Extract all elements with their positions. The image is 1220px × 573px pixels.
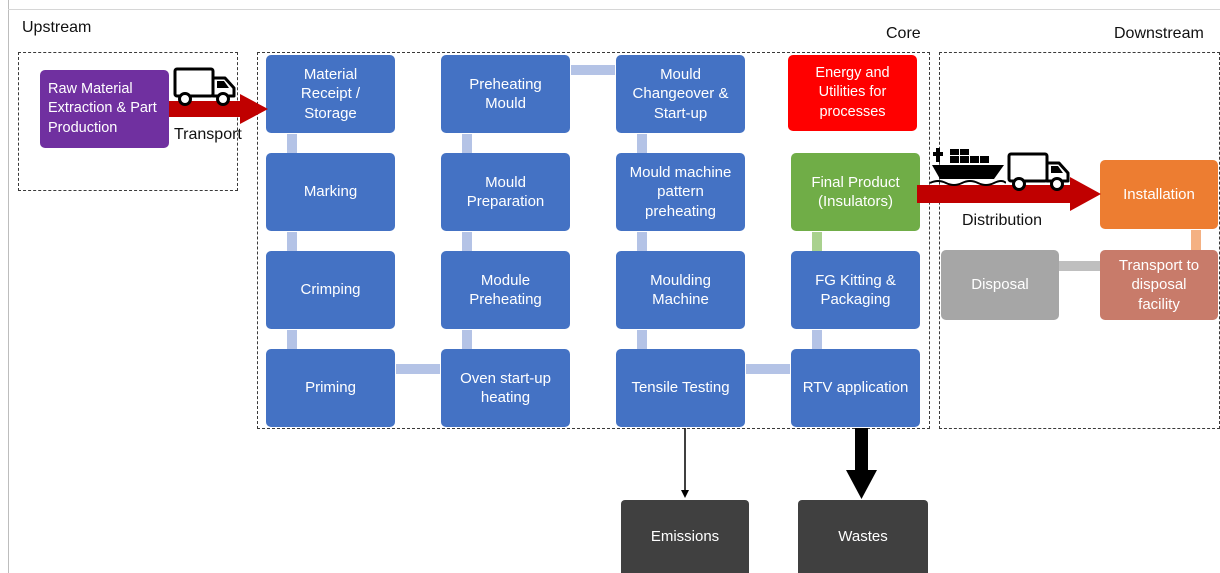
connector-c2-1-2 <box>462 134 472 154</box>
connector-tensile-rtv <box>746 364 790 374</box>
connector-c3-3-4 <box>637 330 647 350</box>
transport-label: Transport <box>174 126 242 143</box>
rtv-application-box: RTV application <box>791 349 920 427</box>
wastes-box: Wastes <box>798 500 928 573</box>
left-border-line <box>8 0 9 573</box>
fg-kitting-box: FG Kitting & Packaging <box>791 251 920 329</box>
truck-icon <box>1007 152 1070 191</box>
emissions-arrow-head <box>681 490 689 498</box>
marking-box: Marking <box>266 153 395 231</box>
preheating-mould-box: Preheating Mould <box>441 55 570 133</box>
oven-startup-box: Oven start-up heating <box>441 349 570 427</box>
connector-c3-1-2 <box>637 134 647 154</box>
mould-changeover-box: Mould Changeover & Start-up <box>616 55 745 133</box>
material-receipt-box: Material Receipt / Storage <box>266 55 395 133</box>
connector-disposal-transport <box>1059 261 1102 271</box>
transport-arrow <box>169 94 268 124</box>
final-product-box: Final Product (Insulators) <box>791 153 920 231</box>
section-label-downstream: Downstream <box>1114 25 1204 42</box>
section-label-core: Core <box>886 25 921 42</box>
section-label-upstream: Upstream <box>22 19 92 36</box>
energy-utilities-box: Energy and Utilities for processes <box>788 55 917 131</box>
cargo-ship-icon <box>930 148 1006 186</box>
disposal-box: Disposal <box>941 250 1059 320</box>
wastes-arrow-head <box>846 470 877 499</box>
mould-preparation-box: Mould Preparation <box>441 153 570 231</box>
crimping-box: Crimping <box>266 251 395 329</box>
connector-priming-oven <box>396 364 440 374</box>
moulding-machine-box: Moulding Machine <box>616 251 745 329</box>
distribution-label: Distribution <box>962 212 1043 229</box>
upstream-group <box>18 52 238 191</box>
connector-c1-3-4 <box>287 330 297 350</box>
connector-c1-1-2 <box>287 134 297 154</box>
connector-c1-2-3 <box>287 232 297 252</box>
connector-c4-3-4 <box>812 330 822 350</box>
truck-icon <box>173 67 236 106</box>
mould-machine-pattern-box: Mould machine pattern preheating <box>616 153 745 231</box>
connector-c2-3-4 <box>462 330 472 350</box>
top-border-line <box>8 9 1220 10</box>
module-preheating-box: Module Preheating <box>441 251 570 329</box>
core-group <box>257 52 930 429</box>
transport-to-disposal-box: Transport to disposal facility <box>1100 250 1218 320</box>
connector-c2-2-3 <box>462 232 472 252</box>
wastes-arrow-shaft <box>855 428 868 472</box>
tensile-testing-box: Tensile Testing <box>616 349 745 427</box>
priming-box: Priming <box>266 349 395 427</box>
connector-installation-transport <box>1191 230 1201 250</box>
connector-preheat-changeover <box>571 65 615 75</box>
connector-c3-2-3 <box>637 232 647 252</box>
installation-box: Installation <box>1100 160 1218 229</box>
raw-material-box: Raw Material Extraction & Part Productio… <box>40 70 169 148</box>
emissions-box: Emissions <box>621 500 749 573</box>
connector-final-kitting <box>812 232 822 252</box>
